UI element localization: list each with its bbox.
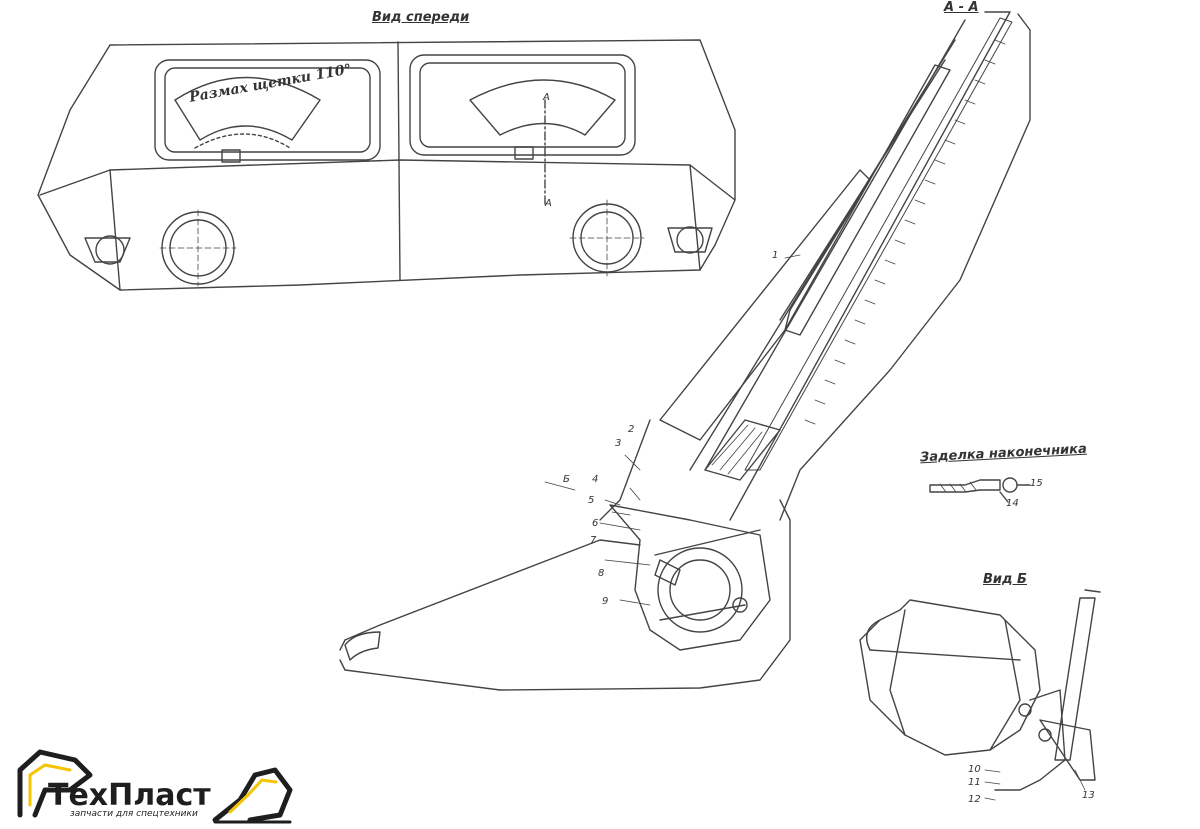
- section-mark-bottom: А: [545, 198, 552, 209]
- callout-3: 3: [615, 438, 622, 449]
- callout-view-b-mark: Б: [563, 474, 570, 485]
- callout-9: 9: [602, 596, 609, 607]
- callout-12: 12: [968, 794, 981, 805]
- front-view-drawing: [37, 39, 736, 291]
- callout-8: 8: [598, 568, 605, 579]
- callout-7: 7: [590, 535, 597, 546]
- callout-5: 5: [588, 495, 595, 506]
- tip-termination-drawing: [929, 477, 1031, 503]
- section-aa-title: А - А: [944, 0, 979, 15]
- callout-11: 11: [968, 777, 981, 788]
- callout-2: 2: [628, 424, 635, 435]
- callout-14: 14: [1006, 498, 1019, 509]
- callout-13: 13: [1082, 790, 1095, 801]
- logo-name: ТехПласт: [48, 778, 211, 813]
- techplast-logo-icon: [17, 749, 293, 824]
- section-aa-drawing: [339, 11, 1031, 691]
- callout-10: 10: [968, 764, 981, 775]
- logo-tagline: запчасти для спецтехники: [70, 809, 198, 819]
- callout-15: 15: [1030, 478, 1043, 489]
- callout-1: 1: [772, 250, 779, 261]
- front-view-title: Вид спереди: [372, 10, 470, 25]
- callout-4: 4: [592, 474, 599, 485]
- section-mark-top: А: [543, 92, 550, 103]
- view-b-title: Вид Б: [983, 572, 1027, 587]
- callout-6: 6: [592, 518, 599, 529]
- view-b-drawing: [859, 589, 1101, 801]
